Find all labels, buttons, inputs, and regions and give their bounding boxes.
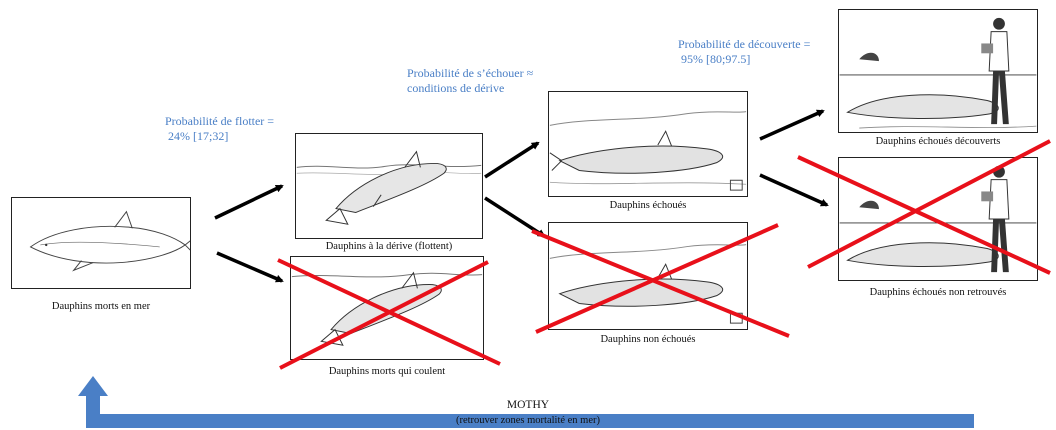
mothy-title: MOTHY <box>0 399 1056 411</box>
mothy-subtitle: (retrouver zones mortalité en mer) <box>0 415 1056 426</box>
cross-not-stranded <box>532 225 789 336</box>
flow-arrow-to-sinking <box>217 253 282 281</box>
cross-sinking <box>278 260 500 368</box>
flow-arrow-to-stranded <box>485 143 538 177</box>
flow-arrow-to-drifting <box>215 186 282 218</box>
cross-not-found <box>798 141 1050 273</box>
flow-arrow-to-not-found <box>760 175 827 205</box>
flow-arrow-to-discovered <box>760 111 823 139</box>
